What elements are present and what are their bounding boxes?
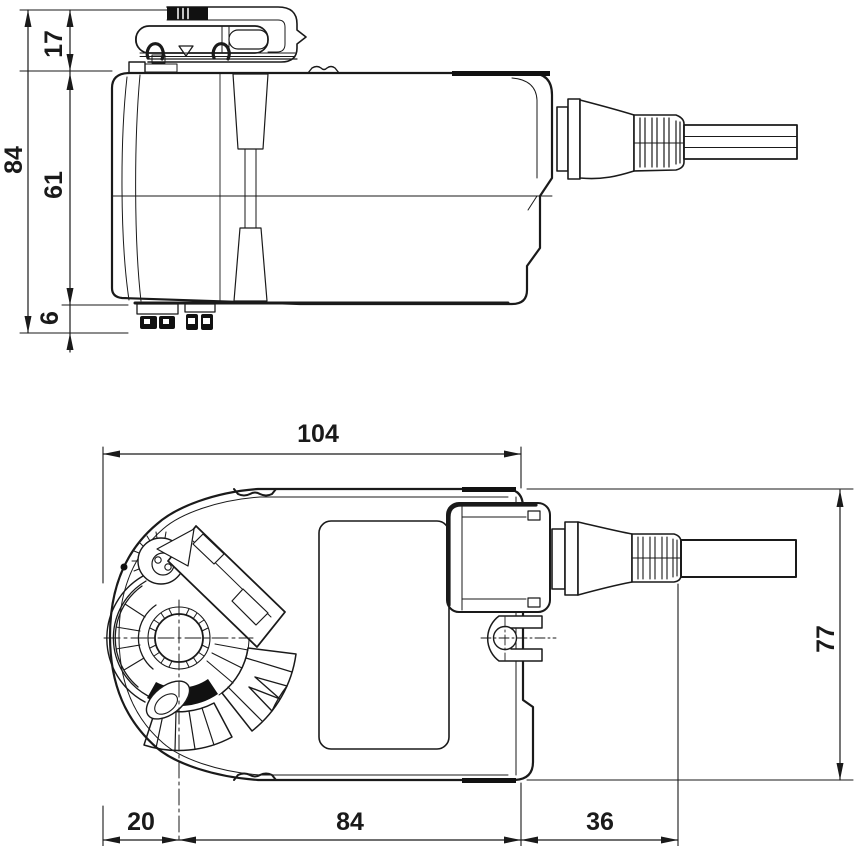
plan-bottom-seam-shadow: [462, 778, 516, 783]
actuator-housing-side: [110, 71, 554, 306]
dim-gland-length: 36: [586, 808, 614, 836]
connector-block: [446, 502, 551, 613]
shaft-clamp-side: [128, 6, 307, 74]
dim-depth: 77: [812, 625, 840, 653]
dim-body-length: 84: [336, 808, 364, 836]
mounting-feet-side: [136, 303, 216, 330]
top-view-dimension-arrows: [103, 450, 844, 844]
housing-side-details: [112, 65, 553, 304]
side-view-extension-lines: [19, 9, 168, 334]
dim-clamp-height: 17: [40, 30, 68, 58]
clamp-gear-mechanism: [103, 525, 297, 844]
dim-overall-height: 84: [0, 146, 28, 174]
top-view-extension-lines: [102, 446, 854, 846]
dim-foot-height: 6: [36, 311, 64, 325]
cable-gland-side: [556, 98, 798, 180]
label-field: [318, 520, 450, 750]
top-view: 104 77 20 84 36: [102, 420, 854, 846]
top-view-dimension-texts: 104 77 20 84 36: [127, 420, 840, 836]
housing-top-seam-shadow: [452, 71, 550, 76]
dim-shaft-offset: 20: [127, 808, 155, 836]
side-view: 84 17 61 6: [0, 6, 798, 353]
centerlines: [103, 599, 254, 844]
plan-top-seam-shadow: [462, 487, 516, 492]
dim-overall-length: 104: [297, 420, 339, 448]
side-view-dimension-texts: 84 17 61 6: [0, 30, 68, 325]
top-view-dimension-lines: [102, 453, 841, 841]
dim-body-height: 61: [40, 171, 68, 199]
cable-gland-plan: [551, 521, 797, 596]
cable-side: [683, 124, 798, 160]
side-view-dimension-arrows: [24, 10, 74, 350]
anti-rotation-clip: [480, 615, 557, 662]
cable-plan: [680, 539, 797, 578]
